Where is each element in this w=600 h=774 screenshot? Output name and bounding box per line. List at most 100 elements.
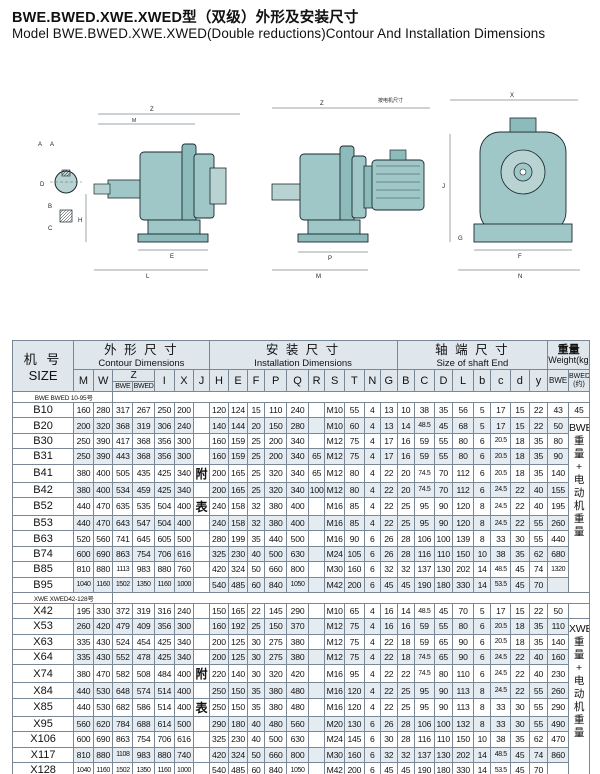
cell-value: 55 [528,514,549,532]
cell-value: 22 [396,664,415,684]
cell-value: 35 [510,545,530,563]
cell-value: 55 [433,618,454,635]
cell-size: B95 [11,576,75,593]
cell-value: 18 [510,618,530,635]
cell-value: 4 [363,682,382,699]
cell-value: 20.5 [490,432,512,450]
col-weight-bwed: BWED (约) [568,369,590,392]
cell-size: B20 [11,417,75,434]
cell-value: 400 [92,463,114,483]
cell-value: 20.5 [490,463,512,483]
cell-value: 4 [363,697,382,717]
cell-value: 260 [547,682,569,699]
col-l: L [452,369,474,392]
cell-value: 137 [413,746,435,764]
cell-value: 330 [452,762,474,774]
col-z-bwe: BWE [112,381,134,392]
cell-value: 4 [363,432,382,450]
cell-value: 10 [472,731,492,748]
cell-j [193,530,210,547]
label-motor-dim: 按电机尺寸 [378,97,403,104]
cell-value: 150 [208,602,230,620]
col-d-small: d [510,369,530,392]
cell-value: 335 [73,649,94,666]
cell-value: 680 [547,545,569,563]
cell-value: 28 [396,715,415,733]
cell-value: 45 [396,762,415,774]
cell-value: 113 [452,682,474,699]
cell-value: 300 [173,618,195,635]
cell-value: 50 [246,746,266,764]
cell-value: 65 [307,448,326,465]
cell-value: 420 [92,618,114,635]
cell-value: 140 [228,664,248,684]
cell-value: 45 [510,746,530,764]
cell-value: 324 [228,561,248,578]
cell-value: 400 [286,514,309,532]
cell-value: 643 [112,514,134,532]
label-m: M [316,274,321,280]
col-f: F [246,369,266,392]
cell-value: 80 [547,432,569,450]
cell-value: 38 [413,401,435,419]
cell-value: 65 [307,463,326,483]
cell-j [193,401,210,419]
cell-value: 55 [433,448,454,465]
cell-value: 409 [132,618,155,635]
cell-value: 35 [528,633,549,651]
cell-value: 24.5 [490,481,512,498]
cell-value: 180 [228,715,248,733]
cell-value: 22 [380,633,398,651]
cell-value: 440 [73,682,94,699]
cell-value: 22 [380,481,398,498]
cell-value: 8 [472,682,492,699]
col-z-bwed: BWED [132,381,155,392]
col-h: H [208,369,230,392]
cell-value: 40 [528,496,549,516]
cell-value: M16 [324,514,345,532]
cell-value: 250 [153,401,175,419]
col-t: T [344,369,365,392]
cell-value: 105 [344,545,365,563]
cell-value: 17 [380,432,398,450]
cell-value: 425 [153,649,175,666]
cell-value: 320 [264,463,288,483]
cell-value: 110 [433,731,454,748]
cell-value: 614 [153,715,175,733]
cell-value: 690 [92,545,114,563]
cell-value: 90 [452,633,474,651]
cell-value: 95 [344,664,365,684]
cell-value: 32 [246,496,266,516]
cell-value: 560 [286,715,309,733]
cell-value: 130 [344,715,365,733]
cell-j [193,545,210,563]
cell-value: M12 [324,432,345,450]
cell-j [193,481,210,498]
col-z: Z [112,369,155,382]
cell-value: 4 [363,417,382,434]
label-section-a2: A [50,142,54,148]
cell-value: 10 [396,401,415,419]
cell-value: 112 [452,463,474,483]
cell-value: 380 [73,463,94,483]
cell-value: 25 [246,448,266,465]
cell-value: 74.5 [413,463,435,483]
cell-value: 330 [92,602,114,620]
cell-value: 40 [246,545,266,563]
cell-value: 18 [510,633,530,651]
cell-value [307,401,326,419]
cell-value: 200 [264,432,288,450]
cell-value: 6 [472,463,492,483]
label-m-top: M [132,118,136,124]
cell-value: 158 [228,496,248,516]
cell-value [307,618,326,635]
cell-value: 48.5 [490,746,512,764]
cell-value: 480 [286,697,309,717]
cell-value: 5 [472,417,492,434]
cell-value: 120 [452,496,474,516]
cell-value: 500 [173,715,195,733]
